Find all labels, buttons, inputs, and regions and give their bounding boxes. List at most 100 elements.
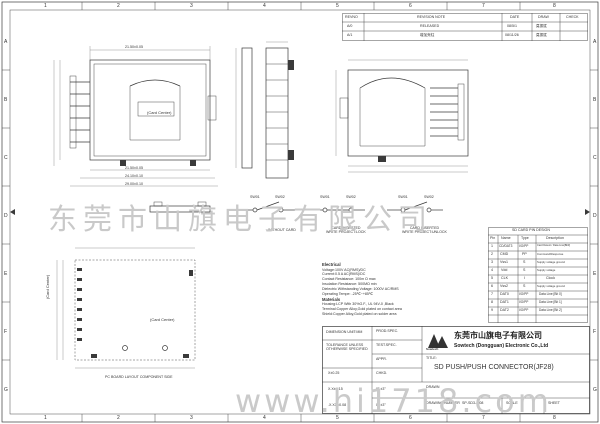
pin-cell: 7 — [491, 292, 493, 296]
watermark-company: 东莞市山旗电子有限公司 — [48, 202, 434, 236]
switch-label: SW01 — [250, 195, 260, 199]
pin-header: Name — [501, 236, 511, 240]
rev-header-revno: REVNO — [345, 15, 358, 19]
watermark-url: www.hi1718.com — [235, 382, 552, 420]
sheet-label: SHEET — [548, 401, 560, 405]
electrical-line: Current:0.5 A AC(RMS)/DC — [322, 272, 366, 277]
pin-cell: I/O/PP — [519, 300, 529, 304]
rev-cell: RELEASED — [420, 24, 440, 28]
pcb-layout-caption: PC BOARD LAYOUT COMPONENT SIDE — [105, 375, 173, 379]
pin-cell: 9 — [491, 308, 493, 312]
switch-caption-without-card: WITHOUT CARD — [268, 228, 296, 232]
drawing-title: SD PUSH/PUSH CONNECTOR(JF28) — [434, 364, 554, 371]
drawing-number: SP-SD3-4-08 — [462, 401, 484, 405]
pin-cell: Vss1 — [500, 260, 508, 264]
pin-header: Description — [546, 236, 564, 240]
col-label: 7 — [482, 415, 485, 421]
pin-cell: Vss2 — [500, 284, 508, 288]
pin-cell: Vdd — [501, 268, 508, 272]
pin-cell: Clock — [546, 276, 555, 280]
top-view-drawing — [53, 46, 218, 187]
lock-part-drawing — [149, 201, 211, 213]
dim-label: 21.50±0.05 — [125, 166, 143, 170]
switch-caption-card-inserted-unlock: CARD INSERTED WRITE PROJECT:UNLOCK — [402, 226, 447, 234]
col-label: 8 — [553, 3, 556, 9]
pin-table-title: SD CARD PIN DESIGN — [512, 228, 550, 232]
row-label: C — [4, 155, 8, 161]
pin-cell: 1 — [491, 244, 493, 248]
col-label: 4 — [263, 415, 266, 421]
rev-header-date: DATE — [510, 15, 520, 19]
dim-label: 29.00±0.10 — [125, 182, 143, 186]
switch-label: SW02 — [346, 195, 356, 199]
pin-cell: DAT0 — [500, 292, 509, 296]
rev-cell: A/0 — [347, 24, 353, 28]
pin-cell: 5 — [491, 276, 493, 280]
pin-cell: Supply voltage ground — [537, 284, 565, 288]
pin-cell: Supply voltage ground — [537, 260, 565, 264]
rev-cell: 增加壳柱 — [420, 33, 435, 37]
dim-label: 24.10±0.10 — [125, 174, 143, 178]
rev-cell: 莫振斌 — [536, 24, 547, 28]
electrical-line: Contact Resistance: 100m Ω max — [322, 277, 376, 282]
col-label: 3 — [190, 415, 193, 421]
dim-width: 21.50±0.05 — [125, 45, 143, 49]
rev-header-note: REVISION NOTE — [417, 15, 446, 19]
test-spec: TEST.SPEC. — [376, 343, 397, 347]
row-label: C — [593, 155, 597, 161]
col-label: 4 — [263, 3, 266, 9]
pin-cell: Data Line [Bit 2] — [539, 308, 562, 312]
materials-line: Terminal:Copper Alloy,Gold plated on con… — [322, 307, 402, 312]
card-center-side-label: (Card Center) — [45, 274, 51, 300]
row-label: A — [593, 39, 597, 45]
pin-cell: Supply voltage — [537, 268, 556, 272]
rev-cell: A/1 — [347, 33, 353, 37]
title-label: TITLE: — [426, 356, 437, 360]
card-center-label: (Card Center) — [147, 110, 172, 115]
electrical-line: Voltage:100V AC(RMS)/DC — [322, 267, 366, 272]
pin-cell: PP — [522, 252, 527, 256]
tol-value: X.X±0.15 — [328, 387, 343, 391]
materials-line: Housing:LCP With 30%G.F., UL 94V-0 ,Blac… — [322, 302, 394, 307]
pin-cell: Data Line [Bit 0] — [539, 292, 562, 296]
row-label: B — [4, 97, 8, 103]
pin-cell: 4 — [491, 268, 493, 272]
pin-cell: 3 — [491, 260, 493, 264]
row-label: F — [4, 329, 8, 335]
switch-label: SW01 — [398, 195, 408, 199]
revision-table: REVNO REVISION NOTE DATE DRAW CHECK A/0 … — [342, 13, 588, 41]
pin-cell: DAT1 — [500, 300, 509, 304]
col-label: 2 — [117, 415, 120, 421]
col-label: 5 — [336, 415, 339, 421]
pin-cell: S — [523, 268, 526, 272]
pin-cell: I/O/PP — [519, 308, 529, 312]
col-label: 6 — [409, 415, 412, 421]
rev-header-draw: DRAW — [538, 15, 549, 19]
row-label: G — [593, 387, 597, 393]
switch-label: SW02 — [424, 195, 434, 199]
drawing-number-label: DRAWING NUMBER — [426, 401, 460, 405]
col-label: 3 — [190, 3, 193, 9]
pin-cell: 6 — [491, 284, 493, 288]
materials-line: Shield:Copper Alloy,Gold plated on solde… — [322, 311, 397, 316]
pin-cell: I/O/PP — [519, 244, 529, 248]
col-label: 1 — [44, 415, 47, 421]
electrical-line: Insulation Resistance: 500MΩ min — [322, 282, 377, 287]
pin-cell: S — [523, 284, 526, 288]
switch-diagrams — [239, 201, 443, 213]
col-label: 7 — [482, 3, 485, 9]
pin-cell: I — [524, 276, 525, 280]
rev-cell: 08/5/1 — [507, 24, 517, 28]
col-label: 1 — [44, 3, 47, 9]
pin-cell: S — [523, 260, 526, 264]
row-label: E — [593, 271, 597, 277]
pin-cell: CLK — [501, 276, 508, 280]
rev-cell: 08/11/26 — [505, 33, 519, 37]
company-name-en: Sowtech (Dongguan) Electronic Co.,Ltd — [454, 343, 549, 349]
rev-cell: 莫振斌 — [536, 33, 547, 37]
sd-pin-table: SD CARD PIN DESIGN Pin Name Type Descrip… — [488, 227, 588, 323]
row-label: G — [4, 387, 8, 393]
electrical-notes: Electrical Voltage:100V AC(RMS)/DC Curre… — [322, 262, 452, 318]
tol-value: X±0.25 — [328, 371, 340, 375]
tolerance-label: TOLERANCE UNLESS OTHERWISE SPECIFIED — [326, 343, 368, 351]
